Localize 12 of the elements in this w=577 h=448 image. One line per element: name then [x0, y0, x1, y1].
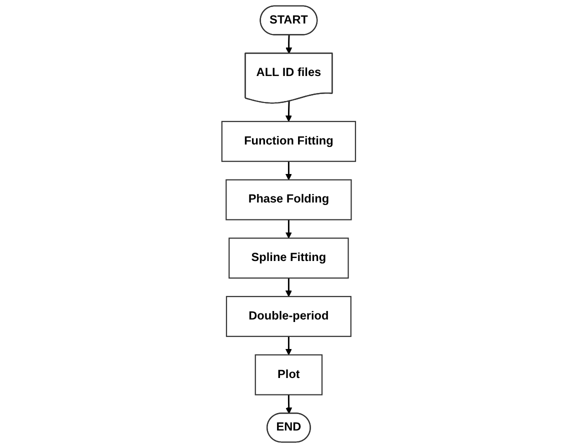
node-box: Spline Fitting: [228, 238, 349, 279]
node-box: Double-period: [226, 296, 352, 337]
arrow: [285, 278, 292, 297]
arrow: [285, 35, 292, 54]
node-box: Plot: [254, 354, 322, 396]
arrow: [285, 394, 292, 414]
arrow: [285, 161, 292, 180]
node-box: Function Fitting: [221, 120, 356, 162]
node-box: Phase Folding: [225, 179, 352, 220]
arrow: [285, 101, 292, 122]
arrow: [285, 336, 292, 356]
arrow: [285, 220, 292, 238]
